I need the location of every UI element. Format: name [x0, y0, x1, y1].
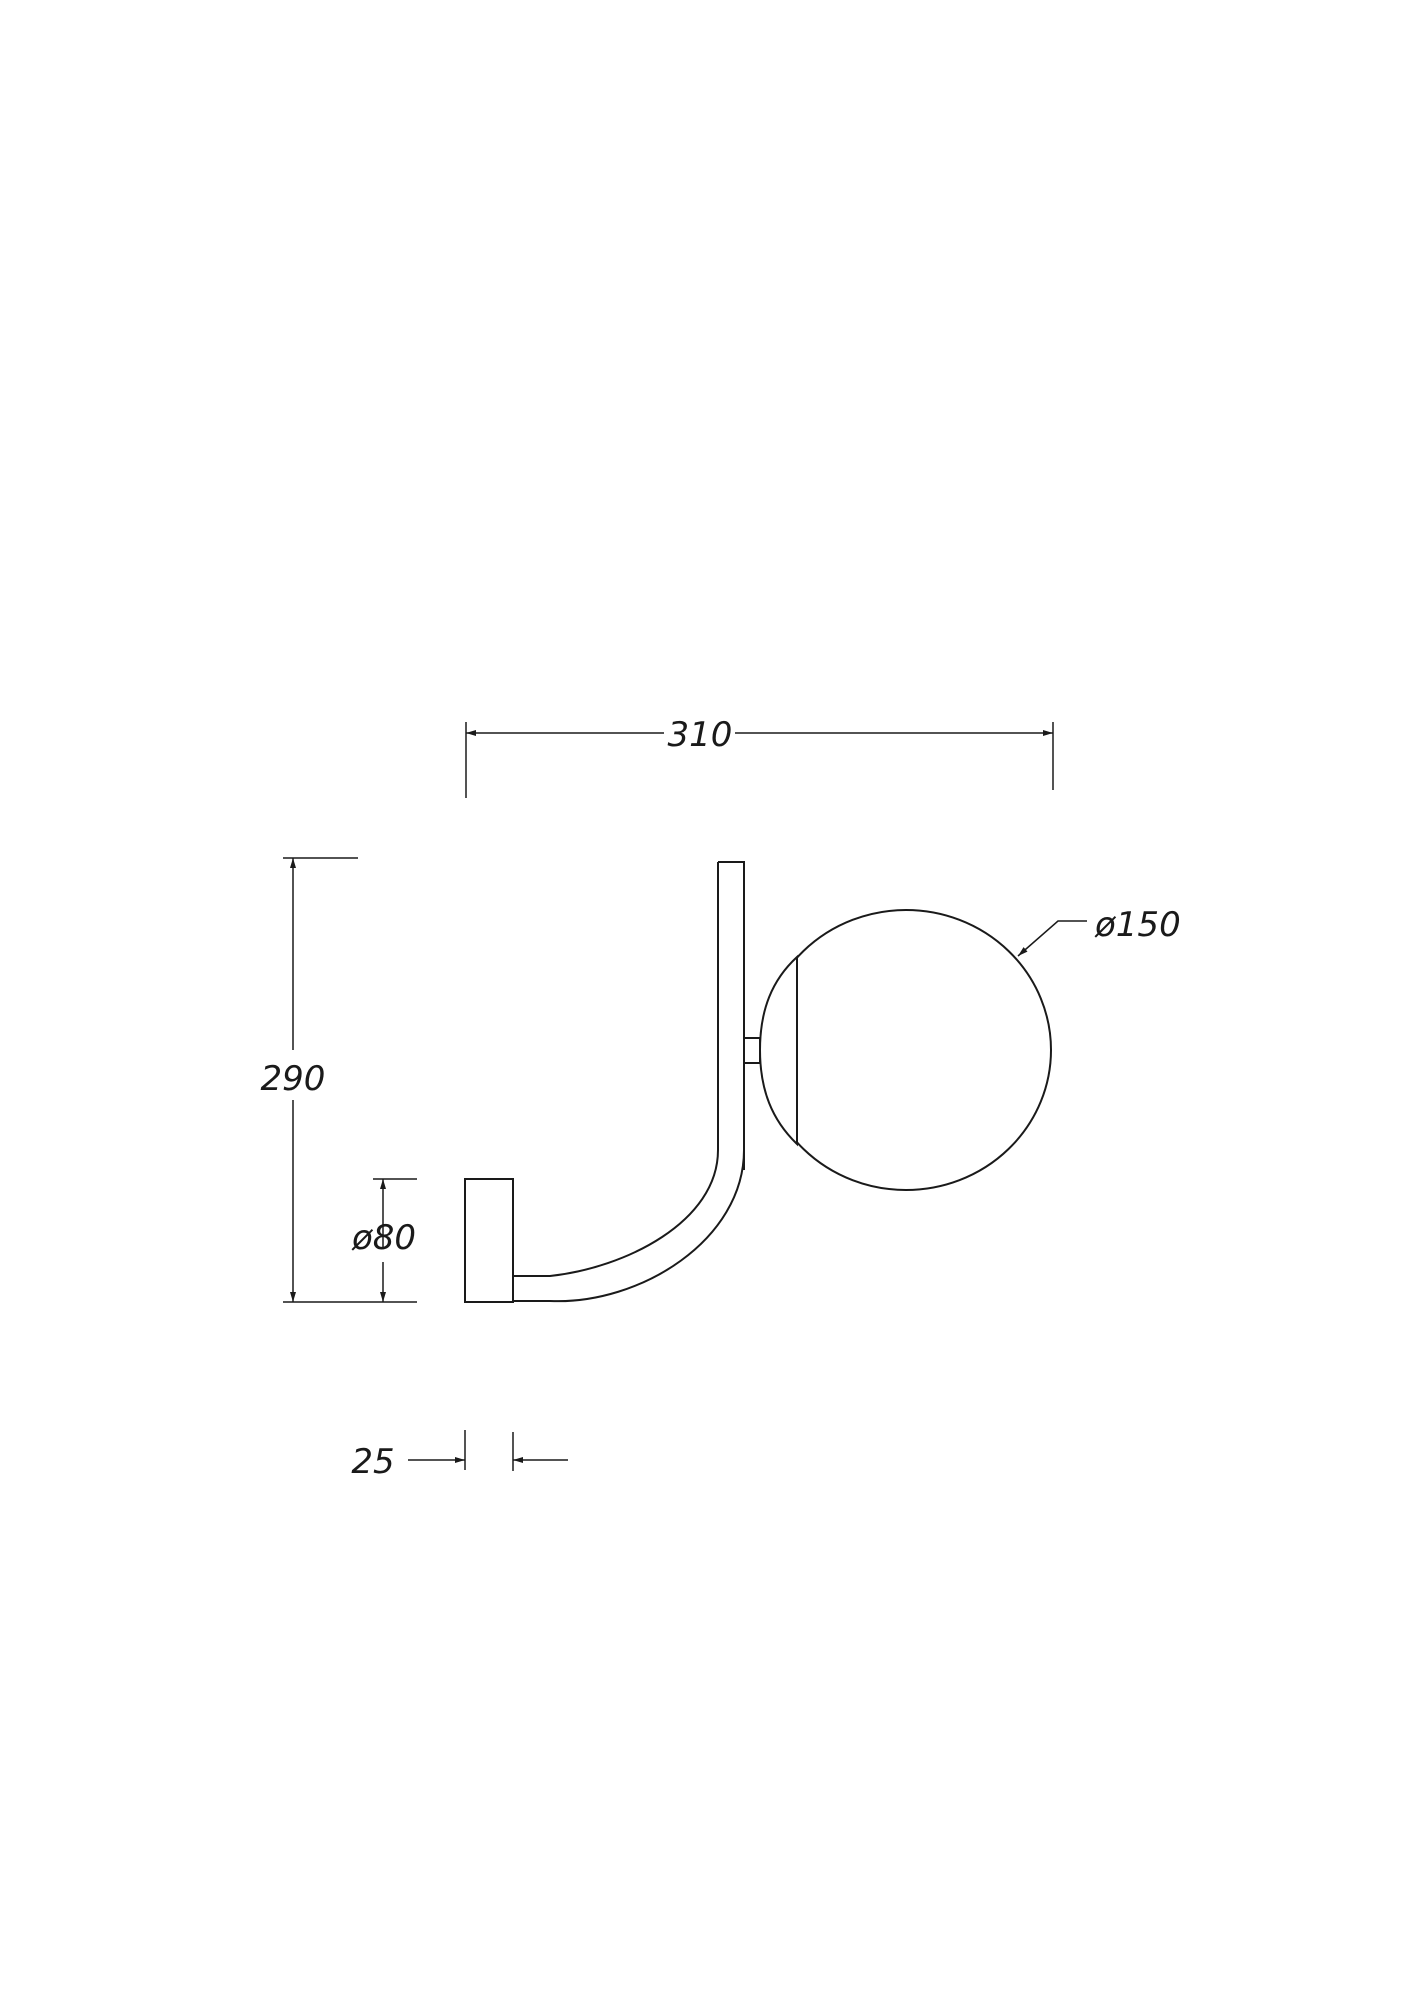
globe-diameter-label: ø150 [1094, 905, 1181, 945]
globe-diameter-dimension: ø150 [1017, 905, 1181, 957]
width-label: 310 [668, 715, 733, 755]
height-dimension: 290 [261, 857, 417, 1303]
globe-cap [758, 954, 798, 1147]
base-diameter-label: ø80 [351, 1218, 416, 1258]
glass-globe [760, 909, 1052, 1191]
lamp-arm [513, 861, 745, 1303]
base-depth-dimension: 25 [351, 1430, 568, 1482]
globe-connector [743, 1037, 761, 1064]
base-depth-label: 25 [351, 1442, 394, 1482]
wall-base-plate [464, 1178, 514, 1303]
height-label: 290 [261, 1059, 326, 1099]
base-diameter-dimension: ø80 [351, 1178, 417, 1302]
width-dimension: 310 [465, 715, 1054, 798]
